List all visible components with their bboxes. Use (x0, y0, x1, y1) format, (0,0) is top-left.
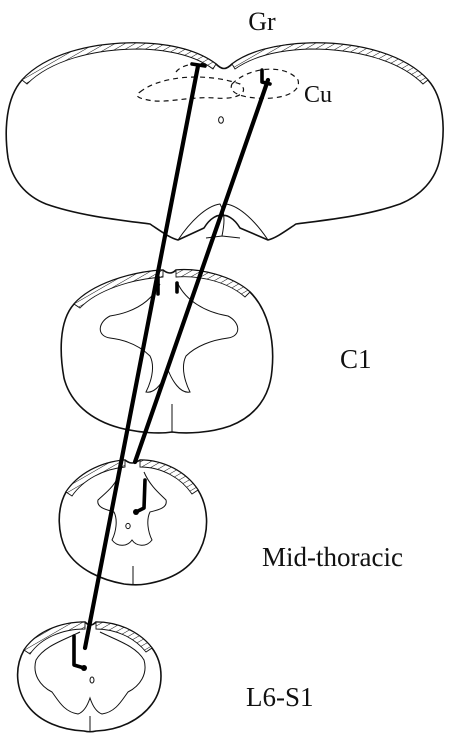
mid-thoracic-entry-dot (133, 509, 139, 515)
c1-section (61, 270, 272, 433)
mid-thoracic-label: Mid-thoracic (262, 542, 403, 572)
gracile-tract-terminal (192, 64, 205, 66)
mid-thoracic-section (59, 460, 206, 585)
cu-label: Cu (304, 82, 332, 108)
l6s1-entry-dot (81, 665, 87, 671)
l6s1-section (18, 622, 161, 732)
gr-label: Gr (248, 7, 276, 36)
c1-label: C1 (340, 344, 372, 374)
l6s1-label: L6-S1 (246, 682, 314, 712)
